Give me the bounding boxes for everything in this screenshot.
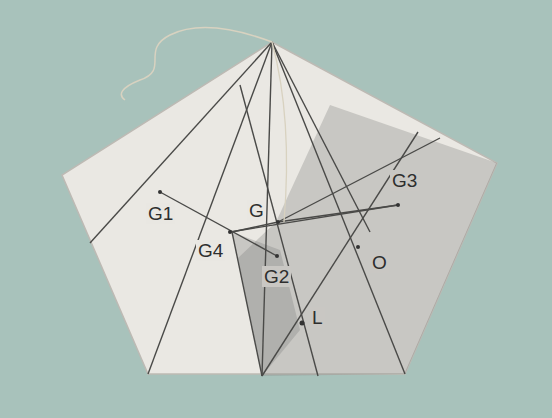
point-label: O <box>370 252 389 273</box>
string <box>121 27 272 100</box>
fold-lines <box>90 42 440 376</box>
point-label: L <box>310 307 325 328</box>
string <box>272 42 287 222</box>
point-label: G3 <box>390 170 419 191</box>
point-label: G2 <box>262 266 291 287</box>
point-label: G4 <box>196 240 225 261</box>
points <box>158 190 400 326</box>
point-label: G1 <box>146 203 175 224</box>
point-label: G <box>247 200 266 221</box>
